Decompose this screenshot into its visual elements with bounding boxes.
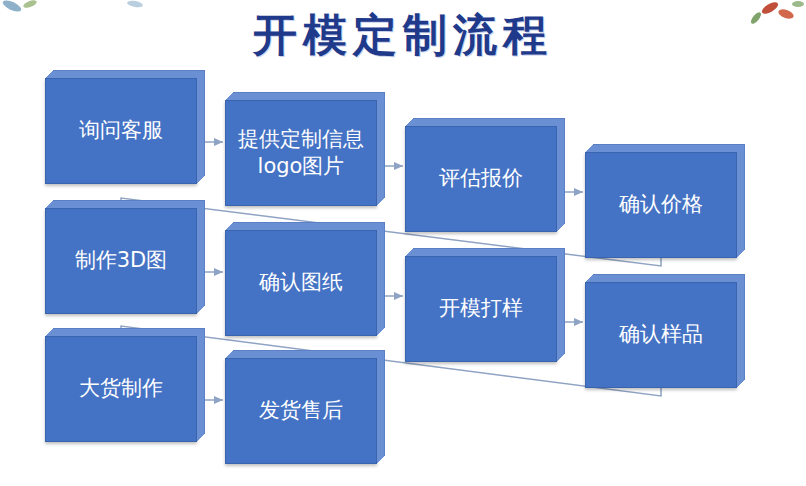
- flow-connector: [559, 191, 583, 193]
- step-label: 发货售后: [247, 397, 355, 424]
- process-box: 提供定制信息logo图片: [225, 100, 377, 206]
- process-box: 制作3D图: [45, 208, 197, 314]
- step-label: 确认价格: [607, 191, 715, 218]
- process-box: 开模打样: [405, 256, 557, 362]
- flow-connector: [199, 399, 223, 401]
- process-box: 确认价格: [585, 152, 737, 258]
- process-box: 大货制作: [45, 336, 197, 442]
- flow-connector: [379, 295, 403, 297]
- flow-connector: [199, 141, 223, 143]
- process-box: 确认样品: [585, 282, 737, 388]
- step-label: 确认样品: [607, 321, 715, 348]
- step-label: 评估报价: [427, 165, 535, 192]
- step-label: 提供定制信息logo图片: [226, 126, 376, 181]
- step-label: 确认图纸: [247, 269, 355, 296]
- flow-connector: [199, 271, 223, 273]
- process-box: 评估报价: [405, 126, 557, 232]
- process-box: 确认图纸: [225, 230, 377, 336]
- step-label: 开模打样: [427, 295, 535, 322]
- flow-connector: [121, 326, 661, 396]
- flow-connector: [559, 321, 583, 323]
- diagram-title: 开模定制流程: [0, 6, 806, 65]
- step-label: 大货制作: [67, 375, 175, 402]
- process-box: 询问客服: [45, 78, 197, 184]
- flow-connector: [121, 198, 661, 266]
- flow-connector: [379, 165, 403, 167]
- step-label: 制作3D图: [63, 247, 180, 274]
- process-box: 发货售后: [225, 358, 377, 464]
- step-label: 询问客服: [67, 117, 175, 144]
